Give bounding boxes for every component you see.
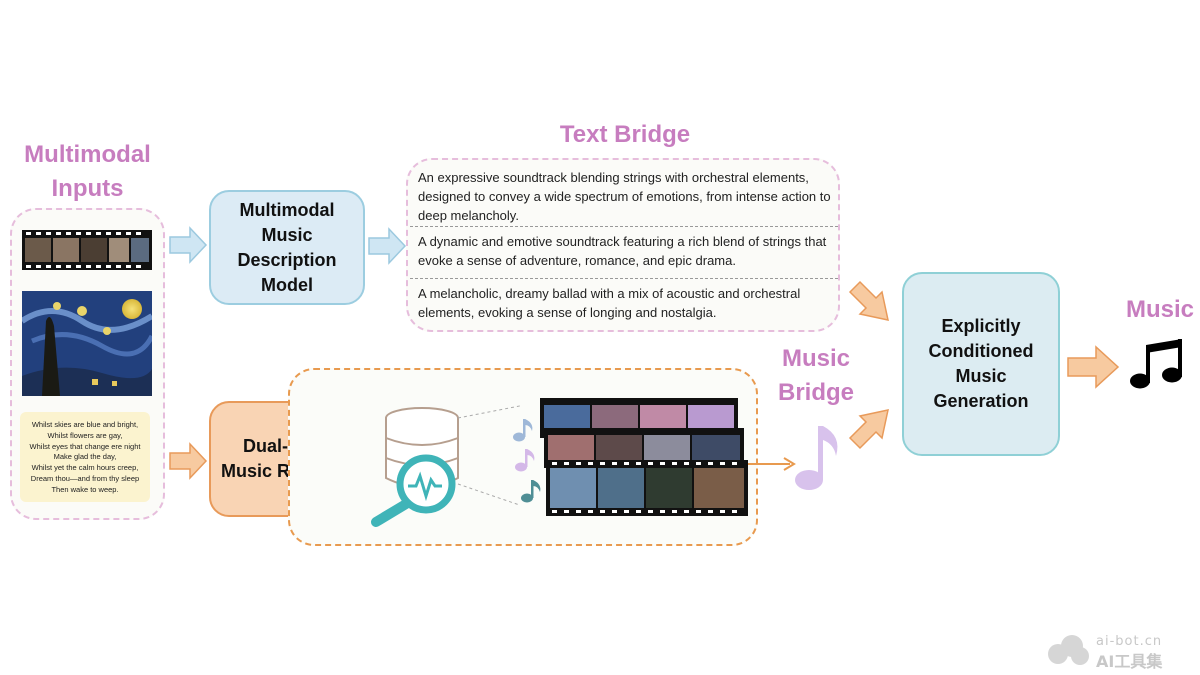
film-strip-icon	[540, 398, 748, 516]
text-bridge-panel	[406, 158, 840, 332]
description-text: An expressive soundtrack blending string…	[418, 170, 831, 223]
poem-line: Whilst flowers are gay,	[47, 430, 123, 440]
music-title: Music	[1125, 296, 1194, 323]
poem-line: Whilst eyes that change ere night	[29, 441, 141, 451]
arrow-right-icon	[169, 442, 208, 480]
description-model-box: Multimodal Music Description Model	[209, 190, 365, 305]
music-note-icon	[515, 449, 535, 472]
arrow-right-icon	[368, 227, 407, 265]
music-note-icon	[521, 480, 541, 503]
arrow-diagonal-icon	[848, 409, 889, 450]
generation-box: Explicitly Conditioned Music Generation	[902, 272, 1060, 456]
watermark-text: ai-bot.cn	[1096, 634, 1163, 649]
poem-line: Whilst skies are blue and bright,	[31, 420, 139, 429]
divider	[410, 278, 838, 279]
arrow-right-icon	[1067, 345, 1120, 389]
description-text: A dynamic and emotive soundtrack featuri…	[418, 234, 827, 268]
text-bridge-title: Text Bridge	[559, 121, 691, 148]
divider	[410, 226, 838, 227]
watermark-logo	[1048, 635, 1089, 665]
poem-line: Dream thou—and from thy sleep	[30, 473, 140, 483]
starry-night-painting	[22, 291, 152, 396]
magnifier-icon	[371, 454, 456, 527]
multimodal-inputs-title: Multimodal Inputs	[24, 141, 151, 202]
music-note-icon	[513, 419, 533, 442]
arrow-diagonal-icon	[848, 280, 889, 321]
poem-line: Make glad the day,	[53, 452, 117, 462]
arrow-right-icon	[748, 457, 796, 471]
watermark-text: AI工具集	[1096, 652, 1163, 671]
poem-text-input: Whilst skies are blue and bright, Whilst…	[20, 412, 150, 502]
description-text: A melancholic, dreamy ballad with a mix …	[418, 286, 801, 320]
poem-line: Then wake to weep.	[51, 484, 119, 494]
film-strip-icon	[22, 230, 152, 270]
arrow-right-icon	[169, 226, 208, 264]
poem-line: Whilst yet the calm hours creep,	[31, 463, 139, 473]
beamed-notes-icon	[1130, 339, 1182, 389]
music-bridge-title: Music Bridge	[777, 345, 854, 406]
music-note-icon	[795, 426, 838, 490]
